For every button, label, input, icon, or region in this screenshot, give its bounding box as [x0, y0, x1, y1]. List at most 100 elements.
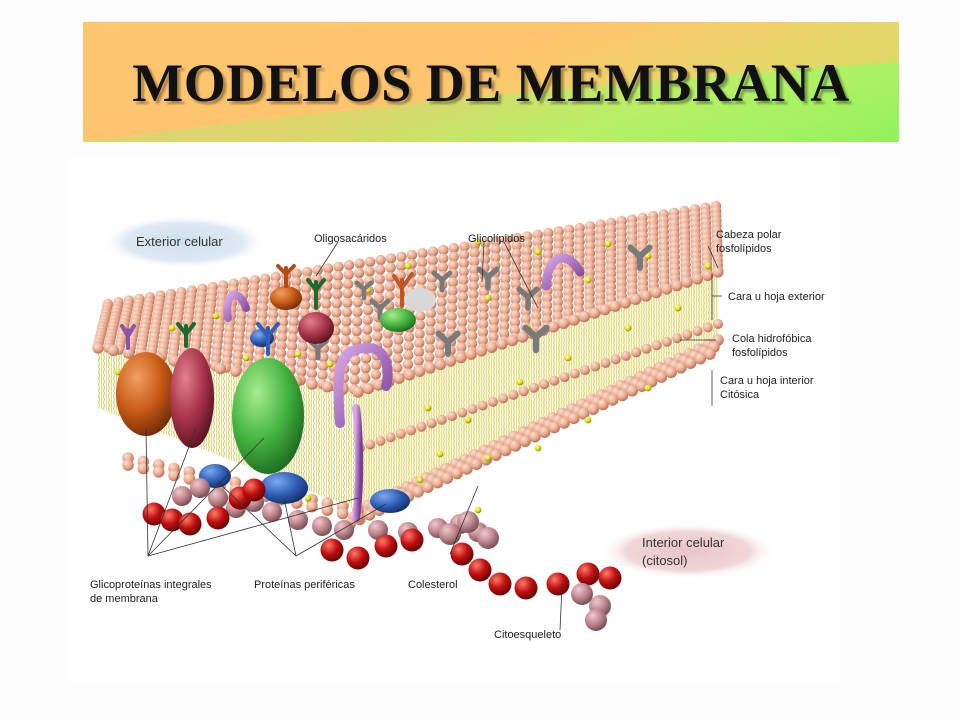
phospholipid-head	[655, 371, 668, 383]
phospholipid-head	[479, 254, 491, 265]
phospholipid-head	[457, 291, 469, 303]
phospholipid-head	[331, 298, 342, 309]
integral-protein-maroon	[170, 348, 214, 448]
phospholipid-head	[448, 243, 460, 254]
phospholipid-head	[500, 281, 511, 292]
label-cara-exterior: Cara u hoja exterior	[728, 291, 825, 303]
phospholipid-head	[500, 258, 511, 269]
phospholipid-head	[511, 248, 522, 259]
phospholipid-head	[362, 305, 374, 316]
phospholipid-head	[385, 432, 396, 443]
phospholipid-head	[413, 346, 425, 358]
phospholipid-head	[287, 333, 298, 344]
phospholipid-head	[343, 269, 354, 280]
phospholipid-head	[650, 287, 662, 299]
cytoskeleton-filament-red	[206, 506, 230, 530]
phospholipid-head	[384, 281, 396, 292]
glycolipid-icon	[476, 266, 500, 291]
phospholipid-head	[312, 265, 323, 276]
phospholipid-head	[321, 290, 332, 301]
cholesterol-dot	[168, 324, 176, 332]
integral-protein-gray	[404, 288, 436, 312]
phospholipid-head	[416, 421, 427, 432]
cytoskeleton-filament-pink	[457, 511, 479, 533]
label-interior-2: (citosol)	[642, 553, 688, 568]
phospholipid-head	[511, 240, 522, 251]
phospholipid-head	[412, 486, 424, 498]
phospholipid-head	[577, 407, 590, 420]
phospholipid-head	[329, 353, 340, 364]
cholesterol-dot	[114, 368, 122, 376]
channel-loops	[223, 253, 585, 522]
phospholipid-head	[351, 335, 362, 347]
cholesterol-dot	[584, 416, 592, 424]
phospholipid-head	[382, 337, 393, 349]
phospholipid-head	[425, 325, 436, 337]
phospholipid-head	[541, 307, 553, 318]
phospholipid-head	[521, 253, 533, 265]
label-cabeza-1: Cabeza polar	[716, 229, 782, 241]
phospholipid-head	[437, 262, 449, 273]
phospholipid-head	[480, 238, 491, 249]
label-cara-interior-2: Citósica	[720, 389, 760, 401]
phospholipid-head	[425, 317, 436, 328]
phospholipid-head	[549, 375, 560, 386]
phospholipid-head	[681, 276, 693, 288]
phospholipid-head	[352, 386, 364, 398]
phospholipid-head	[578, 311, 590, 323]
phospholipid-head	[521, 261, 532, 272]
phospholipid-head	[122, 459, 134, 471]
cytoskeleton-filament-red	[450, 542, 474, 566]
phospholipid-head	[406, 249, 418, 261]
phospholipid-head	[406, 425, 417, 436]
phospholipid-head	[467, 322, 478, 333]
phospholipid-head	[508, 389, 519, 400]
glycolipid-icon	[369, 298, 391, 321]
phospholipid-head	[137, 462, 150, 475]
phospholipid-head	[684, 357, 697, 369]
phospholipid-head	[342, 288, 353, 299]
membrane-diagram: Exterior celular Interior celular (citos…	[68, 158, 840, 682]
phospholipid-head	[372, 331, 383, 342]
phospholipid-head	[542, 249, 554, 260]
phospholipid-head	[489, 292, 500, 303]
cytoskeleton-filament-red	[374, 534, 398, 558]
phospholipid-head	[675, 362, 687, 374]
phospholipid-head	[498, 393, 509, 404]
phospholipid-head	[510, 271, 522, 282]
phospholipid-head	[499, 297, 511, 308]
phospholipid-head	[620, 350, 631, 361]
phospholipid-head	[510, 294, 521, 305]
phospholipid-head	[321, 504, 334, 516]
phospholipid-head	[152, 466, 165, 478]
phospholipid-head	[518, 386, 529, 397]
phospholipid-head	[322, 281, 333, 292]
cytoskeleton-filament-red	[178, 512, 202, 536]
glycolipid-icon	[627, 244, 653, 271]
phospholipid-head	[610, 354, 621, 365]
phospholipid-head	[580, 365, 590, 376]
phospholipid-head	[354, 267, 365, 279]
phospholipid-head	[522, 231, 533, 242]
phospholipid-head	[354, 258, 365, 269]
phospholipid-head	[713, 319, 723, 329]
phospholipid-head	[403, 350, 414, 361]
phospholipid-head	[300, 291, 311, 303]
phospholipid-head	[364, 266, 375, 277]
cholesterol-dot	[484, 454, 492, 462]
phospholipid-head	[353, 287, 364, 298]
phospholipid-head	[361, 334, 373, 345]
phospholipid-head	[468, 289, 479, 300]
phospholipid-head	[289, 308, 300, 320]
phospholipid-head	[590, 361, 601, 372]
phospholipid-head	[436, 296, 447, 308]
phospholipid-head	[468, 280, 479, 292]
phospholipid-head	[396, 251, 407, 262]
leader-lines	[145, 241, 722, 631]
cytoskeleton-filament-red	[242, 478, 266, 502]
phospholipid-head	[413, 355, 424, 367]
phospholipid-head	[300, 300, 311, 311]
phospholipid-head	[288, 324, 299, 336]
phospholipid-head	[489, 284, 500, 295]
phospholipid-head	[456, 342, 467, 353]
